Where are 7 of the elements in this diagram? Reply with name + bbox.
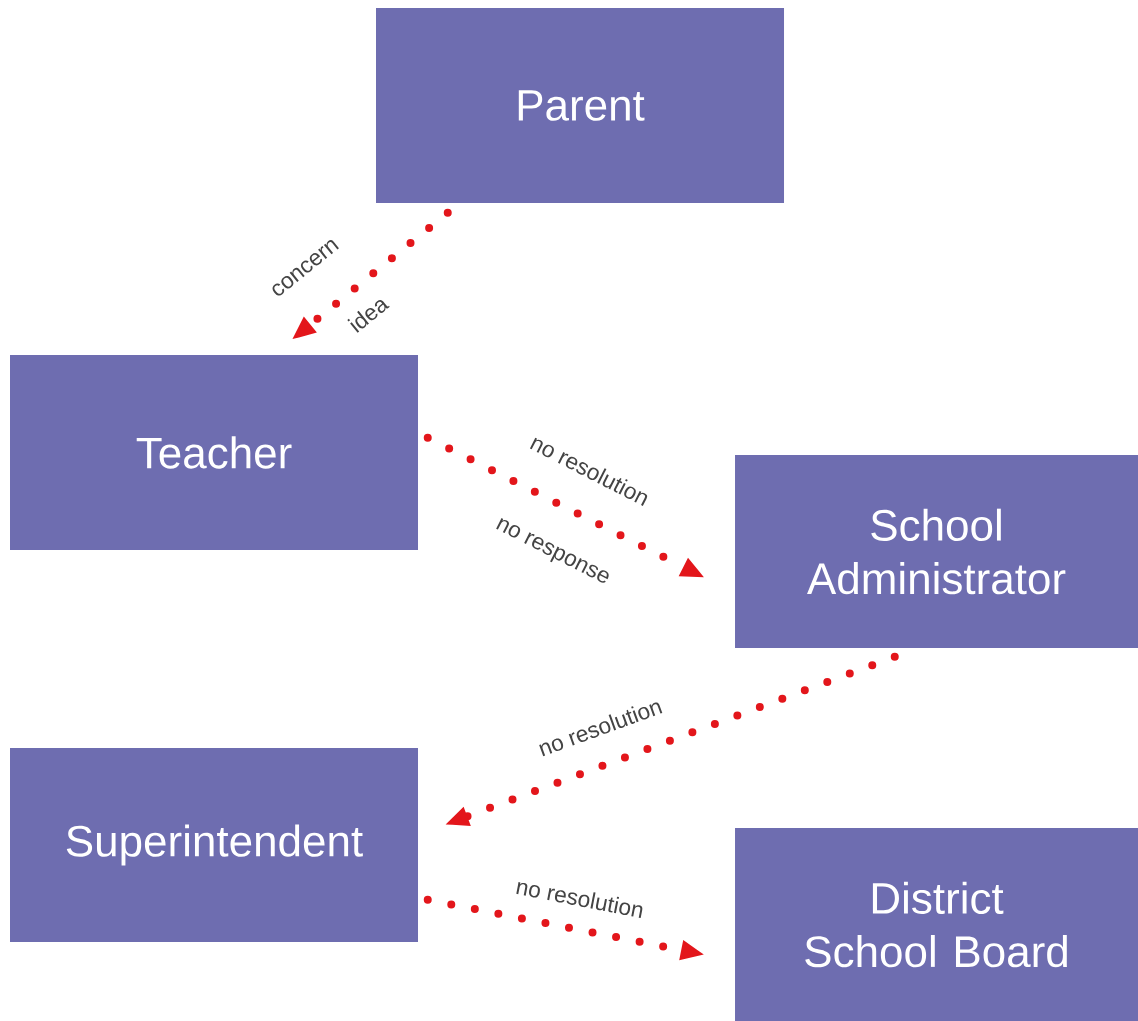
process-box: School Administrator bbox=[735, 455, 1138, 648]
process-box: Superintendent bbox=[10, 748, 418, 942]
edge-label: no resolution bbox=[513, 875, 647, 921]
process-box: Parent bbox=[376, 8, 784, 203]
connector-note: idea bbox=[344, 292, 392, 336]
process-box: Teacher bbox=[10, 355, 418, 550]
process-box: District School Board bbox=[735, 828, 1138, 1021]
